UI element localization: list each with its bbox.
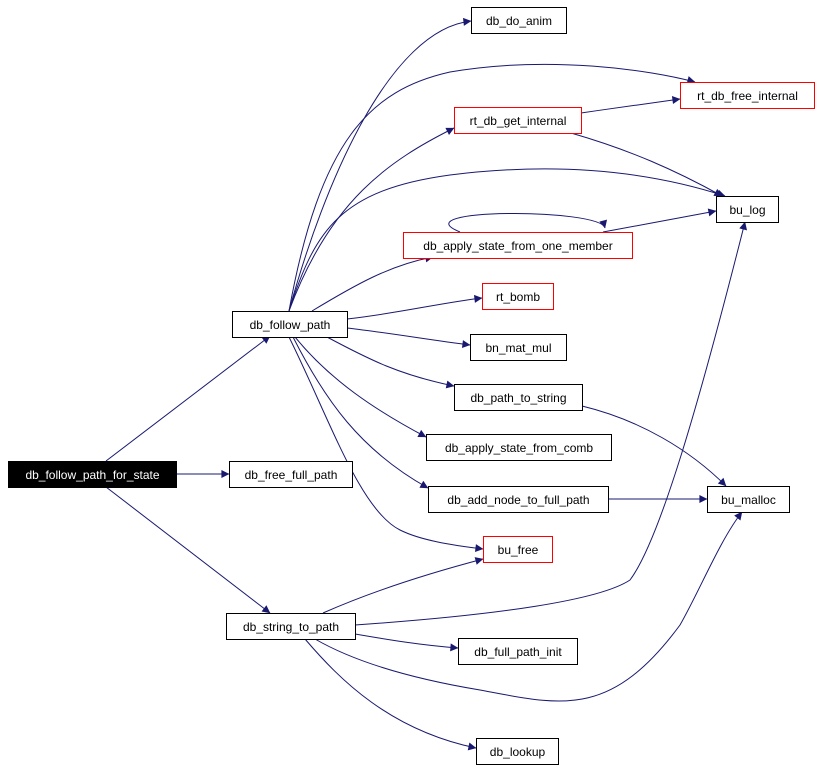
edge-db-string-to-path-to-bu-log xyxy=(354,221,748,626)
node-db-do-anim[interactable]: db_do_anim xyxy=(471,7,567,34)
edge-db-follow-path-to-bn-mat-mul xyxy=(346,327,471,349)
edge-db-follow-path-to-bu-free xyxy=(288,336,484,553)
edge-db-follow-path-for-state-to-db-string-to-path xyxy=(105,486,271,614)
node-label: db_lookup xyxy=(490,745,546,759)
node-db-follow-path-for-state[interactable]: db_follow_path_for_state xyxy=(8,461,177,488)
node-box xyxy=(454,107,582,134)
node-label: db_follow_path xyxy=(250,318,331,332)
node-db-full-path-init[interactable]: db_full_path_init xyxy=(458,638,578,665)
node-box xyxy=(232,311,348,338)
node-label: db_apply_state_from_one_member xyxy=(423,239,612,253)
node-label: db_path_to_string xyxy=(470,391,566,405)
node-bn-mat-mul[interactable]: bn_mat_mul xyxy=(470,334,567,361)
node-box xyxy=(403,232,633,259)
node-box xyxy=(482,283,554,310)
node-box xyxy=(426,434,612,461)
edge-db-follow-path-for-state-to-db-follow-path xyxy=(105,335,271,462)
edge-db-follow-path-to-rt-db-get-internal xyxy=(288,127,455,312)
edge-db-follow-path-to-rt-db-free-internal xyxy=(288,63,696,312)
edge-db-apply-state-from-one-member-to-db-apply-state-from-one-member xyxy=(448,212,607,233)
node-box xyxy=(226,613,356,640)
node-bu-log[interactable]: bu_log xyxy=(716,196,779,223)
edge-db-follow-path-to-db-apply-state-from-comb xyxy=(294,336,427,438)
node-label: db_do_anim xyxy=(486,14,552,28)
node-label: db_full_path_init xyxy=(474,645,562,659)
node-db-add-node-to-full-path[interactable]: db_add_node_to_full_path xyxy=(428,486,609,513)
node-box xyxy=(476,738,559,765)
node-db-string-to-path[interactable]: db_string_to_path xyxy=(226,613,356,640)
node-label: bn_mat_mul xyxy=(485,341,551,355)
edge-db-follow-path-to-db-path-to-string xyxy=(326,336,455,389)
node-box xyxy=(8,461,177,488)
node-label: db_apply_state_from_comb xyxy=(445,441,593,455)
node-label: bu_free xyxy=(498,543,539,557)
node-box xyxy=(716,196,779,223)
node-db-follow-path[interactable]: db_follow_path xyxy=(232,311,348,338)
node-rt-db-get-internal[interactable]: rt_db_get_internal xyxy=(454,107,582,134)
node-box xyxy=(229,461,353,488)
node-box xyxy=(470,334,567,361)
edge-db-apply-state-from-one-member-to-bu-log xyxy=(602,208,717,233)
edge-db-string-to-path-to-db-full-path-init xyxy=(354,633,459,652)
node-rt-db-free-internal[interactable]: rt_db_free_internal xyxy=(680,82,815,109)
node-box xyxy=(680,82,815,109)
node-label: rt_db_free_internal xyxy=(697,89,798,103)
node-db-apply-state-from-one-member[interactable]: db_apply_state_from_one_member xyxy=(403,232,633,259)
node-box xyxy=(707,486,790,513)
node-box xyxy=(471,7,567,34)
node-label: db_follow_path_for_state xyxy=(25,468,159,482)
node-db-apply-state-from-comb[interactable]: db_apply_state_from_comb xyxy=(426,434,612,461)
edges-layer xyxy=(105,17,748,751)
node-db-lookup[interactable]: db_lookup xyxy=(476,738,559,765)
edge-db-follow-path-to-db-apply-state-from-one-member xyxy=(311,254,434,312)
node-label: rt_bomb xyxy=(496,290,540,304)
node-bu-malloc[interactable]: bu_malloc xyxy=(707,486,790,513)
edge-db-follow-path-to-bu-log xyxy=(288,168,726,312)
node-db-path-to-string[interactable]: db_path_to_string xyxy=(454,384,583,411)
nodes-layer: db_follow_path_for_statedb_follow_pathdb… xyxy=(8,7,815,765)
node-label: db_add_node_to_full_path xyxy=(447,493,589,507)
node-db-free-full-path[interactable]: db_free_full_path xyxy=(229,461,353,488)
node-bu-free[interactable]: bu_free xyxy=(483,536,553,563)
edge-rt-db-get-internal-to-bu-log xyxy=(570,132,723,197)
node-label: bu_log xyxy=(729,203,765,217)
node-label: db_free_full_path xyxy=(245,468,338,482)
node-box xyxy=(483,536,553,563)
edge-rt-db-get-internal-to-rt-db-free-internal xyxy=(580,96,681,114)
node-label: rt_db_get_internal xyxy=(470,114,567,128)
edge-db-follow-path-to-rt-bomb xyxy=(346,294,483,320)
edge-db-follow-path-to-db-add-node-to-full-path xyxy=(292,336,429,489)
edge-db-follow-path-to-db-do-anim xyxy=(288,17,472,312)
edge-db-string-to-path-to-bu-free xyxy=(322,557,484,614)
node-rt-bomb[interactable]: rt_bomb xyxy=(482,283,554,310)
edge-db-path-to-string-to-bu-malloc xyxy=(581,405,727,487)
node-label: db_string_to_path xyxy=(243,620,339,634)
node-box xyxy=(454,384,583,411)
node-label: bu_malloc xyxy=(721,493,776,507)
edge-db-string-to-path-to-bu-malloc xyxy=(314,511,743,702)
node-box xyxy=(428,486,609,513)
node-box xyxy=(458,638,578,665)
edge-db-string-to-path-to-db-lookup xyxy=(304,638,477,751)
